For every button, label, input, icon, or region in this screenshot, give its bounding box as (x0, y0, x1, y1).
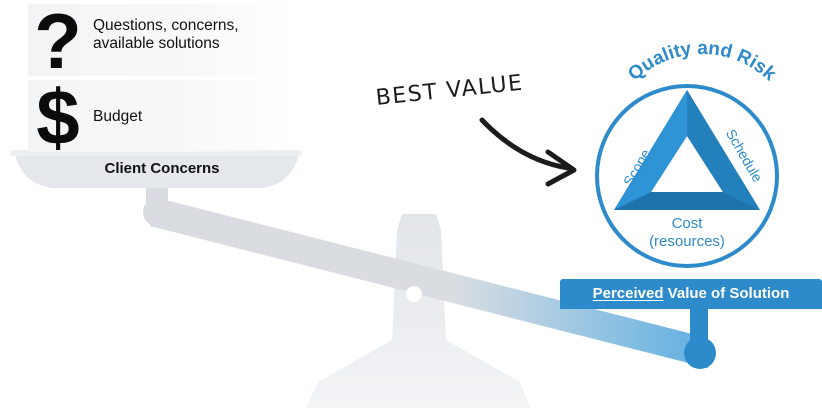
budget-row: $ Budget (28, 74, 296, 160)
triangle-facet-right (687, 90, 760, 210)
triangle-inner-cutout (651, 136, 723, 192)
question-mark-icon: ? (34, 0, 82, 85)
perceived-value-label: Perceived Value of Solution (560, 285, 822, 302)
left-pan (14, 152, 298, 188)
best-value-arrowhead (545, 149, 577, 187)
ring-title: Quality and Risk (624, 38, 780, 85)
client-concerns-label: Client Concerns (104, 160, 220, 177)
budget-label: Budget (93, 108, 143, 125)
triangle-facet-bottom (614, 192, 760, 210)
center-pivot (406, 286, 422, 302)
triangle-bottom-label-1: Cost (672, 215, 704, 232)
triangle-facet-left (614, 90, 687, 210)
perceived-value-pan: Perceived Value of Solution (560, 279, 822, 309)
quality-risk-ring (595, 84, 779, 268)
questions-row: ? Questions, concerns, available solutio… (28, 0, 296, 84)
dollar-sign-icon: $ (36, 73, 80, 161)
best-value-arrow (479, 117, 571, 171)
perceived-emphasis: Perceived (592, 285, 664, 302)
scale-stand (306, 214, 530, 408)
scale-beam (150, 196, 708, 368)
triangle-bottom-label-2: (resources) (649, 233, 725, 250)
right-pivot (684, 337, 716, 369)
perceived-rest: Value of Solution (663, 285, 790, 302)
questions-label: Questions, concerns, available solutions (93, 17, 239, 52)
